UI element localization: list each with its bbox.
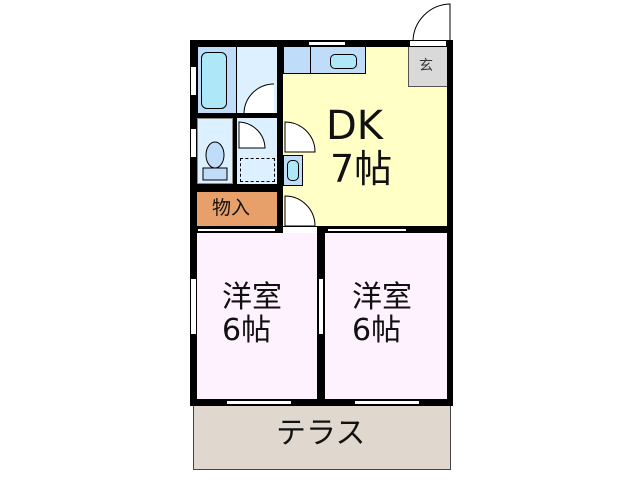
western-room-1-size: 6帖 xyxy=(222,313,272,348)
western-room-1-label: 洋室 xyxy=(222,280,282,315)
washroom-door-icon xyxy=(284,121,316,153)
window-bath xyxy=(190,66,197,96)
storage-label: 物入 xyxy=(212,197,251,219)
sliding-door-storage xyxy=(197,228,276,232)
wall-bath-dk xyxy=(277,40,283,233)
window-toilet xyxy=(190,128,197,158)
sliding-door-room2 xyxy=(327,228,407,232)
storage xyxy=(197,192,277,226)
terrace xyxy=(193,404,451,470)
wall-right xyxy=(447,40,453,406)
door-opening-room1 xyxy=(283,227,317,233)
fridge-icon xyxy=(287,160,299,181)
entrance-door-icon xyxy=(412,3,451,43)
window-divider xyxy=(318,278,324,335)
wall-toilet-storage xyxy=(190,184,283,192)
dk-label: DK xyxy=(326,103,384,149)
washing-machine-icon xyxy=(240,158,275,182)
dk-size: 7帖 xyxy=(330,147,393,191)
toilet-icon xyxy=(202,141,228,181)
kitchen-counter-left xyxy=(283,46,311,74)
terrace-label: テラス xyxy=(276,416,366,451)
wall-bath-toilet xyxy=(190,113,283,118)
entrance xyxy=(408,46,448,87)
western-room-2 xyxy=(325,233,448,400)
wall-left xyxy=(190,40,197,406)
window-terrace-2 xyxy=(354,400,420,405)
western-room-2-size: 6帖 xyxy=(352,313,402,348)
window-west-room-1 xyxy=(190,278,197,335)
bathtub-icon xyxy=(201,52,227,109)
bath-door-icon xyxy=(243,83,275,115)
room-door-icon xyxy=(284,195,316,227)
window-terrace-1 xyxy=(226,400,292,405)
wall-toilet-wash xyxy=(233,118,237,184)
entrance-label: 玄 xyxy=(419,58,433,74)
western-room-2-label: 洋室 xyxy=(352,280,412,315)
western-room-1 xyxy=(197,233,317,400)
window-top-kitchen xyxy=(308,41,346,46)
sink-icon xyxy=(330,54,357,69)
toilet-door-icon xyxy=(238,121,266,149)
entrance-door-opening xyxy=(410,41,446,46)
